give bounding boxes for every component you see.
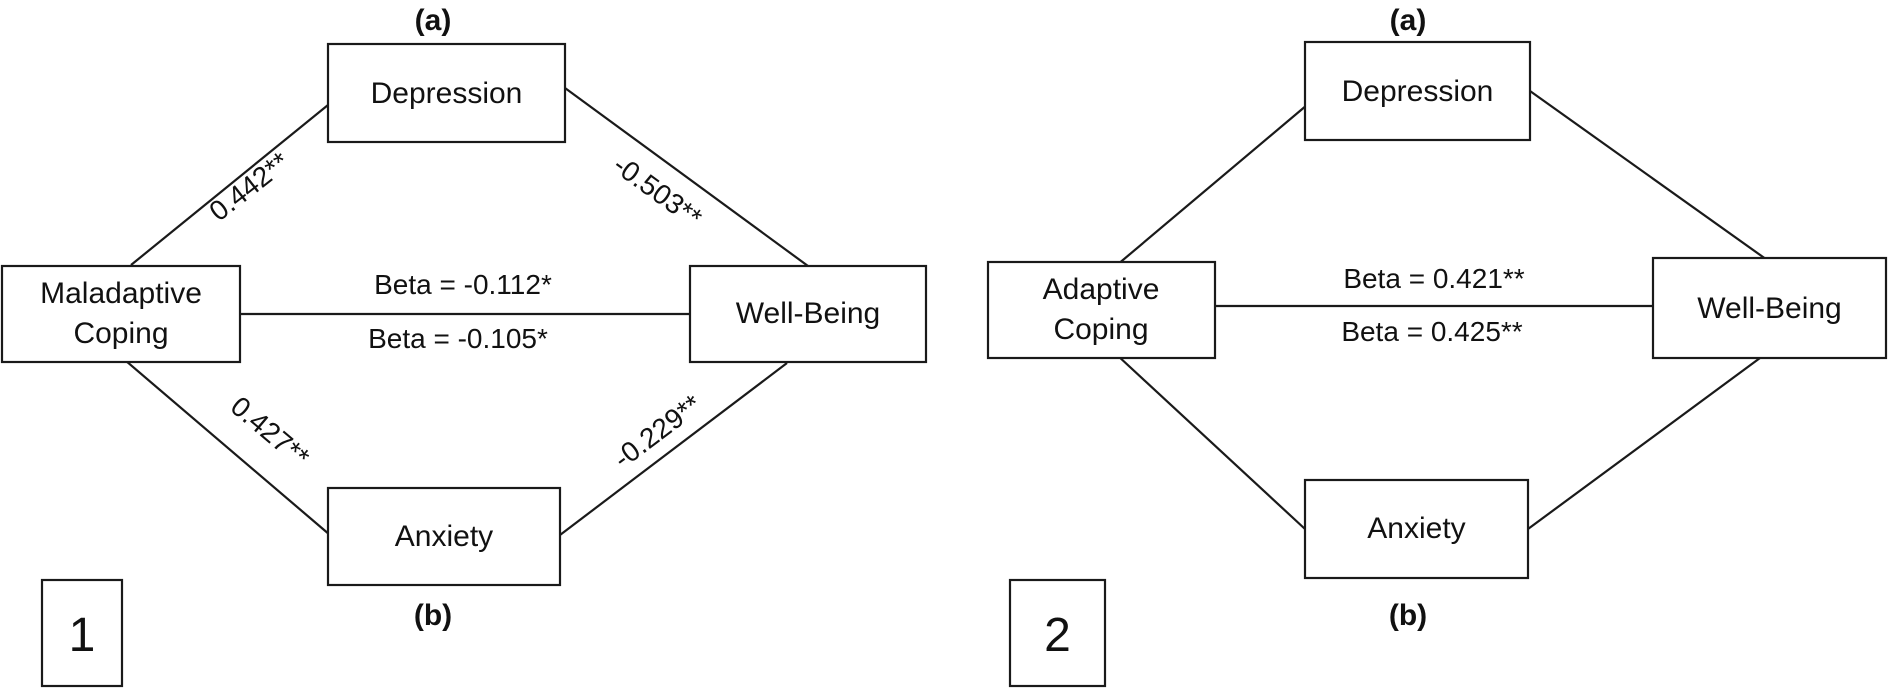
edge-depression-to-wellbeing	[564, 87, 809, 267]
panel-1-number: 1	[69, 609, 96, 662]
node-wellbeing-label: Well-Being	[736, 297, 881, 330]
node-wellbeing: Well-Being	[688, 264, 928, 364]
panel-1-number-box: 1	[40, 578, 124, 688]
node-anxiety-label: Anxiety	[395, 520, 493, 553]
edge-adaptive-to-anxiety	[1116, 354, 1306, 530]
panel-2-number: 2	[1044, 609, 1071, 662]
node-maladaptive-coping-line-2: Coping	[73, 317, 168, 350]
edge-maladaptive-to-depression	[130, 104, 329, 266]
coef-maladaptive-to-depression: 0.442**	[203, 146, 295, 227]
panel-2-label-a: (a)	[1390, 4, 1427, 37]
panel-2-number-box: 2	[1008, 578, 1107, 688]
node-depression: Depression	[1303, 40, 1532, 142]
node-adaptive-coping-line-1: Adaptive	[1043, 273, 1160, 306]
coef-beta-a: Beta = -0.112*	[374, 269, 552, 300]
node-depression-label: Depression	[1342, 75, 1494, 108]
node-anxiety: Anxiety	[1303, 478, 1530, 580]
edge-anxiety-to-wellbeing	[559, 362, 788, 536]
panel-1: (a) Depression Maladaptive Coping Well-B…	[0, 4, 928, 688]
coef-depression-to-wellbeing: -0.503**	[608, 149, 708, 234]
node-adaptive-coping-line-2: Coping	[1053, 313, 1148, 346]
node-wellbeing: Well-Being	[1651, 256, 1888, 360]
panel-2: (a) Depression Adaptive Coping Well-Bein…	[986, 4, 1888, 688]
node-adaptive-coping: Adaptive Coping	[986, 260, 1217, 360]
panel-1-label-b: (b)	[414, 599, 452, 632]
edge-adaptive-to-depression	[1116, 104, 1308, 266]
coef-beta-a: Beta = 0.421**	[1343, 263, 1524, 294]
coef-beta-b: Beta = -0.105*	[368, 323, 548, 354]
panel-2-label-b: (b)	[1389, 599, 1427, 632]
node-anxiety: Anxiety	[326, 486, 562, 587]
node-depression-label: Depression	[371, 77, 523, 110]
node-maladaptive-coping: Maladaptive Coping	[0, 264, 242, 364]
node-anxiety-label: Anxiety	[1367, 512, 1465, 545]
edge-anxiety-to-wellbeing	[1527, 357, 1761, 530]
edge-maladaptive-to-anxiety	[125, 360, 331, 536]
node-maladaptive-coping-line-1: Maladaptive	[40, 277, 202, 310]
node-depression: Depression	[326, 42, 567, 144]
coef-beta-b: Beta = 0.425**	[1341, 316, 1522, 347]
edge-depression-to-wellbeing	[1529, 90, 1771, 263]
panel-1-label-a: (a)	[415, 4, 452, 37]
coef-maladaptive-to-anxiety: 0.427**	[225, 390, 315, 473]
node-wellbeing-label: Well-Being	[1697, 292, 1842, 325]
